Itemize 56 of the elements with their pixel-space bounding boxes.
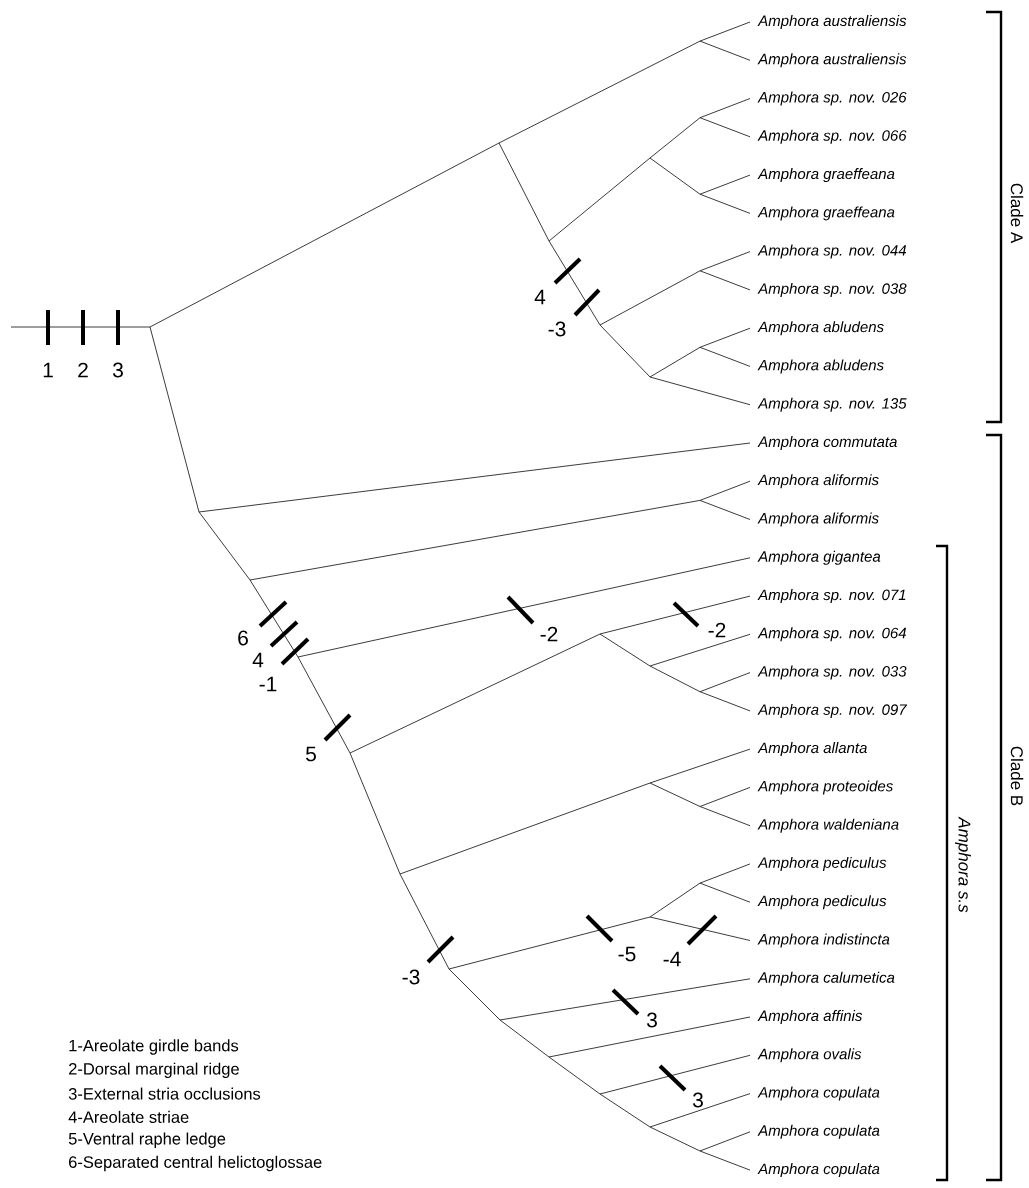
taxon-label: Amphora sp. nov. 066 (757, 129, 907, 144)
taxon-label: Amphora affinis (757, 1010, 863, 1024)
legend-text: 4-Areolate striae (68, 1110, 189, 1123)
tick-label: 2 (78, 362, 88, 378)
tick-label: 4 (252, 652, 264, 668)
taxon-label: Amphora ovalis (757, 1048, 862, 1063)
taxon-label: Amphora pediculus (757, 895, 887, 910)
tick-label: 5 (306, 746, 316, 762)
tick-label: -4 (663, 951, 681, 967)
taxon-label: Amphora abludens (757, 359, 884, 374)
taxon-label: Amphora proteoides (757, 780, 893, 795)
taxon-label: Amphora sp. nov. 026 (757, 91, 907, 106)
clade-label: Clade A (1010, 183, 1024, 244)
taxon-label: Amphora australiensis (757, 53, 907, 68)
taxon-label: Amphora pediculus (757, 856, 887, 871)
taxon-label: Amphora sp. nov. 033 (757, 665, 907, 680)
taxon-label: Amphora aliformis (757, 512, 879, 527)
taxon-label: Amphora sp. nov. 097 (757, 703, 908, 718)
taxon-label: Amphora sp. nov. 071 (757, 589, 906, 604)
taxon-label: Amphora copulata (757, 1086, 880, 1101)
taxon-label: Amphora sp. nov. 044 (757, 244, 907, 259)
taxon-label: Amphora gigantea (757, 550, 881, 565)
tick-label: -2 (708, 622, 726, 638)
tick-label: -2 (540, 626, 558, 642)
taxon-label: Amphora copulata (757, 1163, 880, 1178)
taxon-label: Amphora sp. nov. 064 (757, 627, 907, 642)
taxon-label: Amphora sp. nov. 135 (757, 397, 907, 412)
clade-label: Amphora s.s (955, 816, 971, 913)
tick-label: 3 (646, 1012, 657, 1028)
taxon-label: Amphora copulata (757, 1124, 880, 1139)
tick-label: 3 (112, 362, 123, 378)
legend-text: 1-Areolate girdle bands (69, 1039, 239, 1055)
tick-label: -3 (402, 969, 420, 985)
tick-label: 4 (534, 289, 546, 305)
taxon-label: Amphora abludens (757, 321, 884, 336)
taxon-label: Amphora sp. nov. 038 (757, 282, 907, 297)
tick-label: 3 (692, 1092, 703, 1108)
taxon-label: Amphora commutata (757, 436, 897, 450)
taxon-label: Amphora calumetica (757, 971, 895, 986)
tick-label: 1 (43, 362, 53, 378)
taxon-label: Amphora graeffeana (757, 168, 895, 183)
legend-text: 6-Separated central helictoglossae (69, 1155, 322, 1172)
tick-label: -5 (618, 946, 636, 962)
legend-text: 2-Dorsal marginal ridge (69, 1062, 239, 1078)
taxon-label: Amphora aliformis (757, 474, 879, 489)
clade-label: Clade B (1010, 746, 1024, 806)
taxon-label: Amphora graeffeana (757, 206, 895, 221)
legend-text: 3-External stria occlusions (68, 1087, 261, 1100)
tick-label: -3 (548, 321, 566, 337)
taxon-label: Amphora waldeniana (757, 818, 899, 833)
tick-label: -1 (259, 676, 277, 692)
taxon-label: Amphora allanta (757, 742, 867, 757)
tick-label: 6 (238, 630, 248, 646)
legend-text: 5-Ventral raphe ledge (68, 1132, 226, 1148)
taxon-label: Amphora australiensis (757, 15, 907, 29)
taxon-label: Amphora indistincta (757, 933, 890, 948)
